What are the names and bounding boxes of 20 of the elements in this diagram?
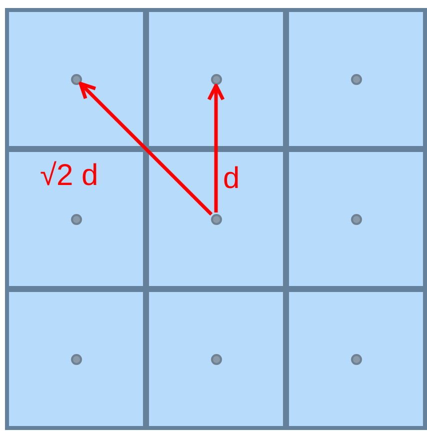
center-dot: [70, 74, 82, 84]
grid-cell: [285, 288, 427, 430]
grid-cell: [285, 8, 427, 150]
center-dot: [70, 214, 82, 224]
grid-cell: [5, 8, 147, 150]
arrow: [207, 84, 225, 212]
grid-cell: [5, 288, 147, 430]
center-dot: [350, 214, 362, 224]
grid-cell: [5, 148, 147, 290]
grid-cell: [145, 8, 287, 150]
center-dot: [210, 214, 222, 224]
center-dot: [210, 354, 222, 364]
grid-cell: [145, 148, 287, 290]
center-dot: [70, 354, 82, 364]
center-dot: [350, 74, 362, 84]
grid-cell: [285, 148, 427, 290]
grid-cell: [145, 288, 287, 430]
center-dot: [210, 74, 222, 84]
arrow: [78, 82, 213, 216]
center-dot: [350, 354, 362, 364]
